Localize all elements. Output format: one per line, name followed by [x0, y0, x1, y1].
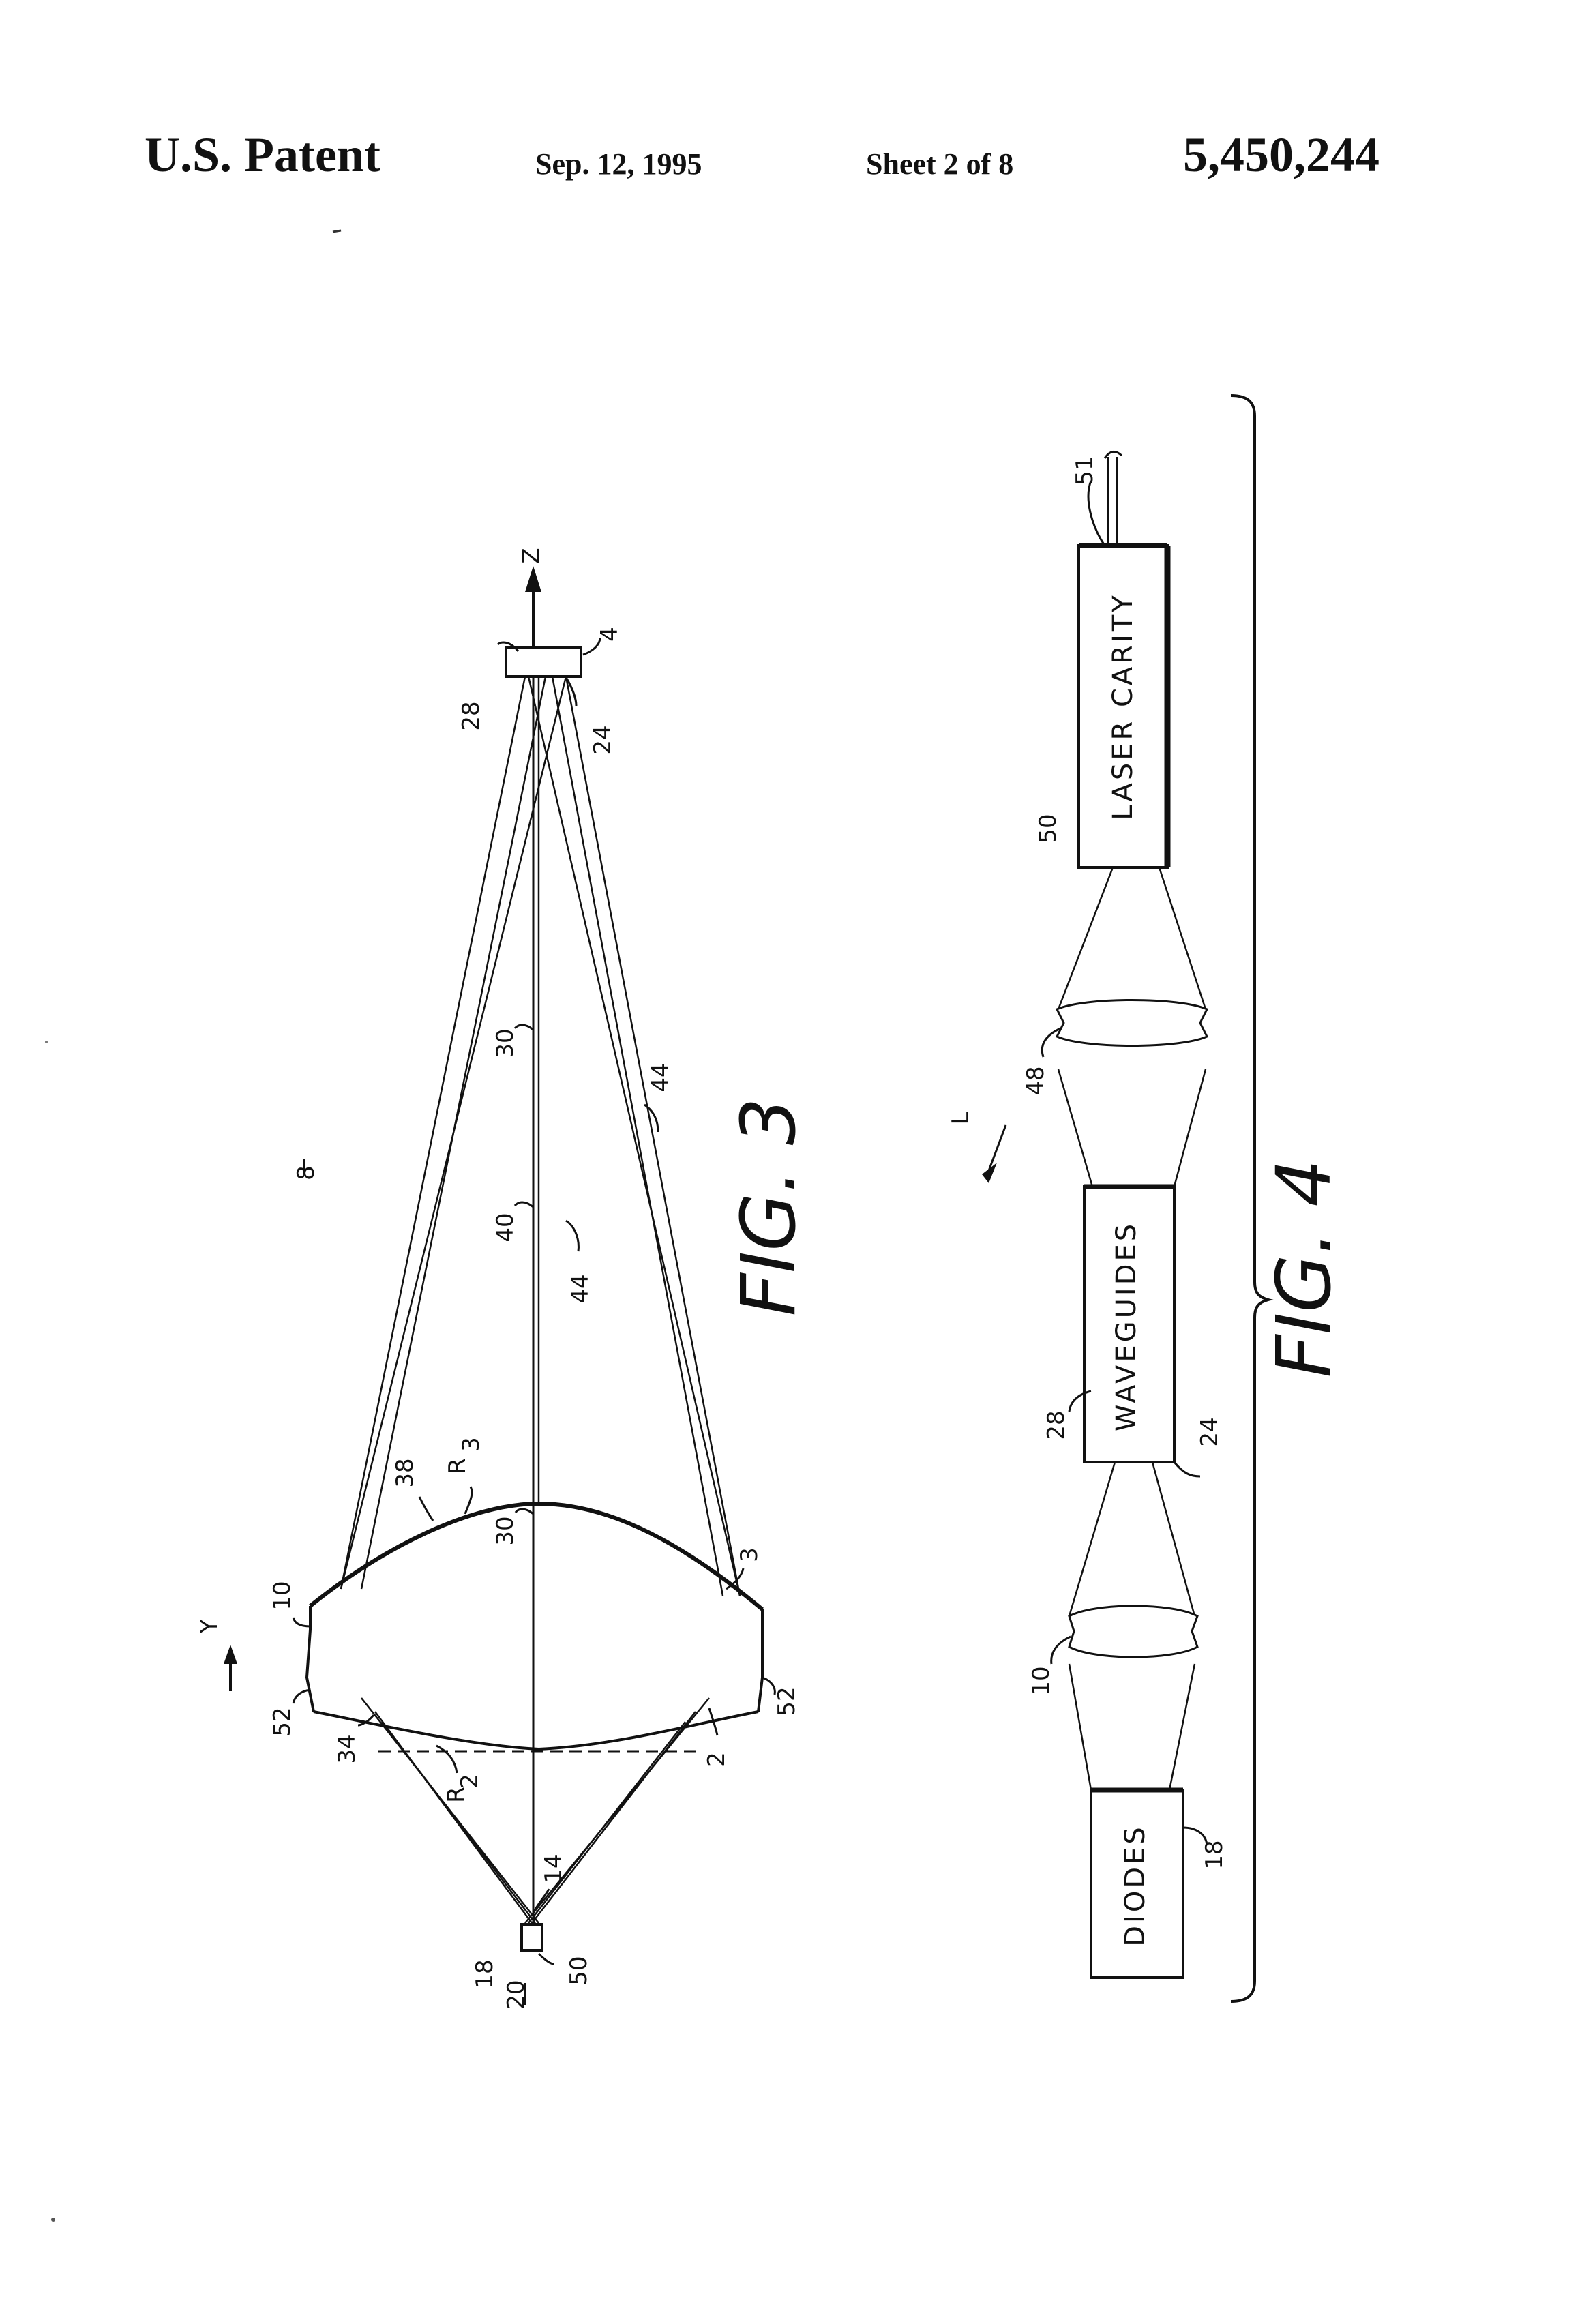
label-source-20: 20 — [503, 1980, 530, 2009]
label-source-50: 50 — [565, 1956, 593, 1985]
label-assembly-8: 8 — [293, 1165, 320, 1180]
z-arrow-icon — [525, 566, 541, 592]
label-edge-52-right: 52 — [773, 1686, 801, 1716]
label-lens-48: 48 — [1022, 1066, 1049, 1095]
fig3-caption: FIG. 3 — [725, 1098, 812, 1317]
label-radius-r3-sub: 3 — [458, 1437, 485, 1452]
lens-surface-r3 — [309, 1501, 764, 1611]
y-arrow-icon — [224, 1645, 237, 1664]
label-radius-r2-sub: 2 — [456, 1774, 483, 1789]
label-edge-52-left: 52 — [269, 1707, 296, 1736]
label-output-51: 51 — [1071, 456, 1099, 485]
label-lens-10: 10 — [269, 1581, 296, 1610]
label-laser-50: 50 — [1034, 814, 1062, 843]
label-ray-44-a: 44 — [567, 1274, 594, 1303]
diodes-label: DIODES — [1120, 1824, 1151, 1947]
label-radius-r2: R — [443, 1787, 470, 1803]
label-lens-10-fig4: 10 — [1028, 1666, 1055, 1695]
system-arrow-icon — [982, 1163, 997, 1183]
patent-header-title: U.S. Patent — [145, 128, 380, 182]
leader-51 — [1087, 480, 1106, 546]
beam-waveguides-lens10 — [1068, 1461, 1196, 1791]
speck-mark — [51, 2218, 55, 2222]
laser-cavity-box — [1077, 544, 1169, 869]
label-diodes-18: 18 — [1201, 1840, 1228, 1869]
stray-mark — [332, 229, 342, 233]
label-system-L: L — [947, 1112, 974, 1124]
leader-18 — [1182, 1826, 1208, 1845]
fig4-caption: FIG. 4 — [1260, 1159, 1347, 1378]
label-surface-2: 2 — [703, 1752, 730, 1767]
patent-number: 5,450,244 — [1183, 128, 1379, 182]
leader-48 — [1041, 1027, 1061, 1058]
label-source-14: 14 — [540, 1853, 567, 1883]
fig4-brace — [1230, 394, 1274, 2003]
leader-10 — [1050, 1635, 1071, 1665]
waveguides-label: WAVEGUIDES — [1111, 1221, 1142, 1431]
lens-right-side — [757, 1609, 764, 1712]
patent-date: Sep. 12, 1995 — [535, 147, 702, 181]
ray-bundle-upper — [340, 676, 741, 1596]
label-surface-34: 34 — [333, 1734, 361, 1763]
diode-source — [520, 1923, 543, 1952]
fig4-diagram: LASER CARITY WAVEGUIDES — [947, 394, 1347, 2003]
label-waveguide-out-24: 24 — [589, 725, 616, 754]
sheet-number: Sheet 2 of 8 — [866, 147, 1014, 181]
lens-10 — [1068, 1605, 1199, 1658]
lens-48 — [1055, 999, 1209, 1047]
label-waveguides-24: 24 — [1196, 1417, 1223, 1446]
z-axis-label: Z — [518, 548, 545, 563]
fig3-diagram: 28 24 4 Z 30 40 44 44 8 38 R 3 30 3 10 Y… — [196, 548, 812, 2009]
system-arrow-line — [986, 1124, 1007, 1175]
ray-bundle-lower — [361, 1697, 710, 1924]
label-ray-30-upper: 30 — [492, 1028, 519, 1058]
label-waveguides-28: 28 — [1043, 1410, 1070, 1440]
label-surface-3: 3 — [736, 1547, 763, 1562]
leader-24 — [1173, 1461, 1201, 1478]
speck-mark — [45, 1041, 48, 1043]
leader-28 — [1068, 1390, 1092, 1412]
label-ray-40: 40 — [492, 1212, 519, 1242]
waveguides-box — [1083, 1185, 1176, 1463]
label-source-18: 18 — [471, 1959, 498, 1988]
waveguide-block — [505, 646, 582, 678]
label-surface-38: 38 — [391, 1458, 419, 1487]
beam-laser-lens48 — [1057, 867, 1207, 1187]
fig3-leaders — [292, 637, 776, 1965]
diodes-box — [1090, 1789, 1184, 1979]
label-ray-44-b: 44 — [647, 1062, 674, 1092]
laser-cavity-label: LASER CARITY — [1107, 593, 1139, 820]
label-face-4: 4 — [596, 627, 623, 642]
label-ray-30-lens: 30 — [492, 1516, 519, 1545]
label-radius-r3: R — [444, 1458, 471, 1474]
y-axis-label: Y — [196, 1619, 223, 1634]
label-waveguide-28: 28 — [458, 701, 485, 730]
